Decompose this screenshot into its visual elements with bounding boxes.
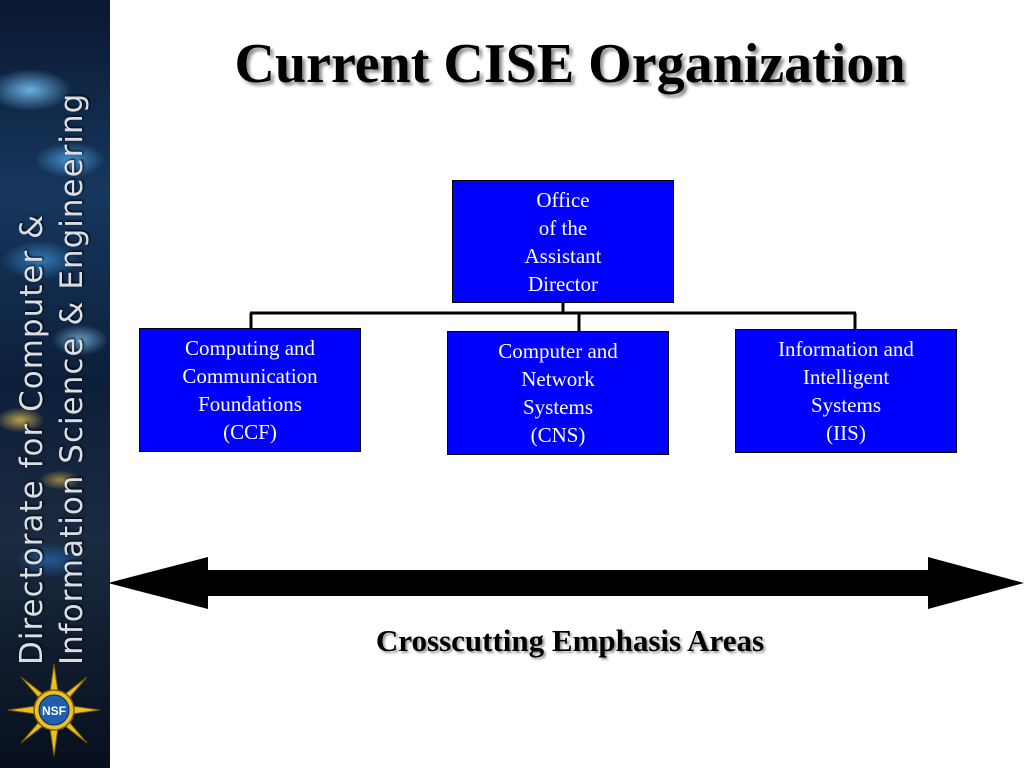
org-box-label-line: (CCF) bbox=[223, 420, 277, 444]
nsf-logo-globe bbox=[38, 694, 70, 726]
banner-line-2: Information Science & Engineering bbox=[54, 92, 90, 665]
banner-text: Directorate for Computer & Information S… bbox=[12, 45, 92, 665]
org-box-iis: Information and Intelligent Systems (IIS… bbox=[735, 329, 957, 453]
org-box-label-line: Systems bbox=[810, 393, 881, 417]
org-box-label-line: Network bbox=[521, 367, 595, 391]
org-box-label-line: (CNS) bbox=[530, 423, 586, 447]
org-box-label-line: Office bbox=[536, 188, 590, 212]
org-box-label-line: Systems bbox=[522, 395, 593, 419]
banner-line-1: Directorate for Computer & bbox=[14, 213, 50, 665]
double-arrow-icon bbox=[108, 557, 1024, 609]
crosscutting-caption: Crosscutting Emphasis Areas bbox=[375, 623, 765, 658]
nsf-logo-icon: NSF bbox=[7, 663, 101, 757]
org-box-label-line: Foundations bbox=[198, 392, 302, 416]
org-box-label-line: Computing and bbox=[184, 336, 316, 360]
org-box-label-line: Assistant bbox=[524, 244, 602, 268]
double-arrow-shape bbox=[108, 557, 1024, 609]
slide-title: Current CISE Organization bbox=[234, 33, 906, 95]
org-box-label-line: Information and bbox=[778, 337, 914, 361]
org-box-label-line: Computer and bbox=[498, 339, 618, 363]
side-banner: Directorate for Computer & Information S… bbox=[0, 0, 110, 768]
org-box-label-line: Intelligent bbox=[802, 365, 890, 389]
org-box-label-line: Communication bbox=[182, 364, 318, 388]
org-box-label-line: (IIS) bbox=[826, 421, 866, 445]
org-box-label-line: of the bbox=[538, 216, 588, 240]
org-box-ccf: Computing and Communication Foundations … bbox=[139, 328, 361, 452]
nsf-logo-text: NSF bbox=[42, 704, 66, 718]
org-box-label-line: Director bbox=[528, 272, 598, 296]
org-box-assistant-director: Office of the Assistant Director bbox=[452, 180, 674, 303]
org-box-cns: Computer and Network Systems (CNS) bbox=[447, 331, 669, 455]
